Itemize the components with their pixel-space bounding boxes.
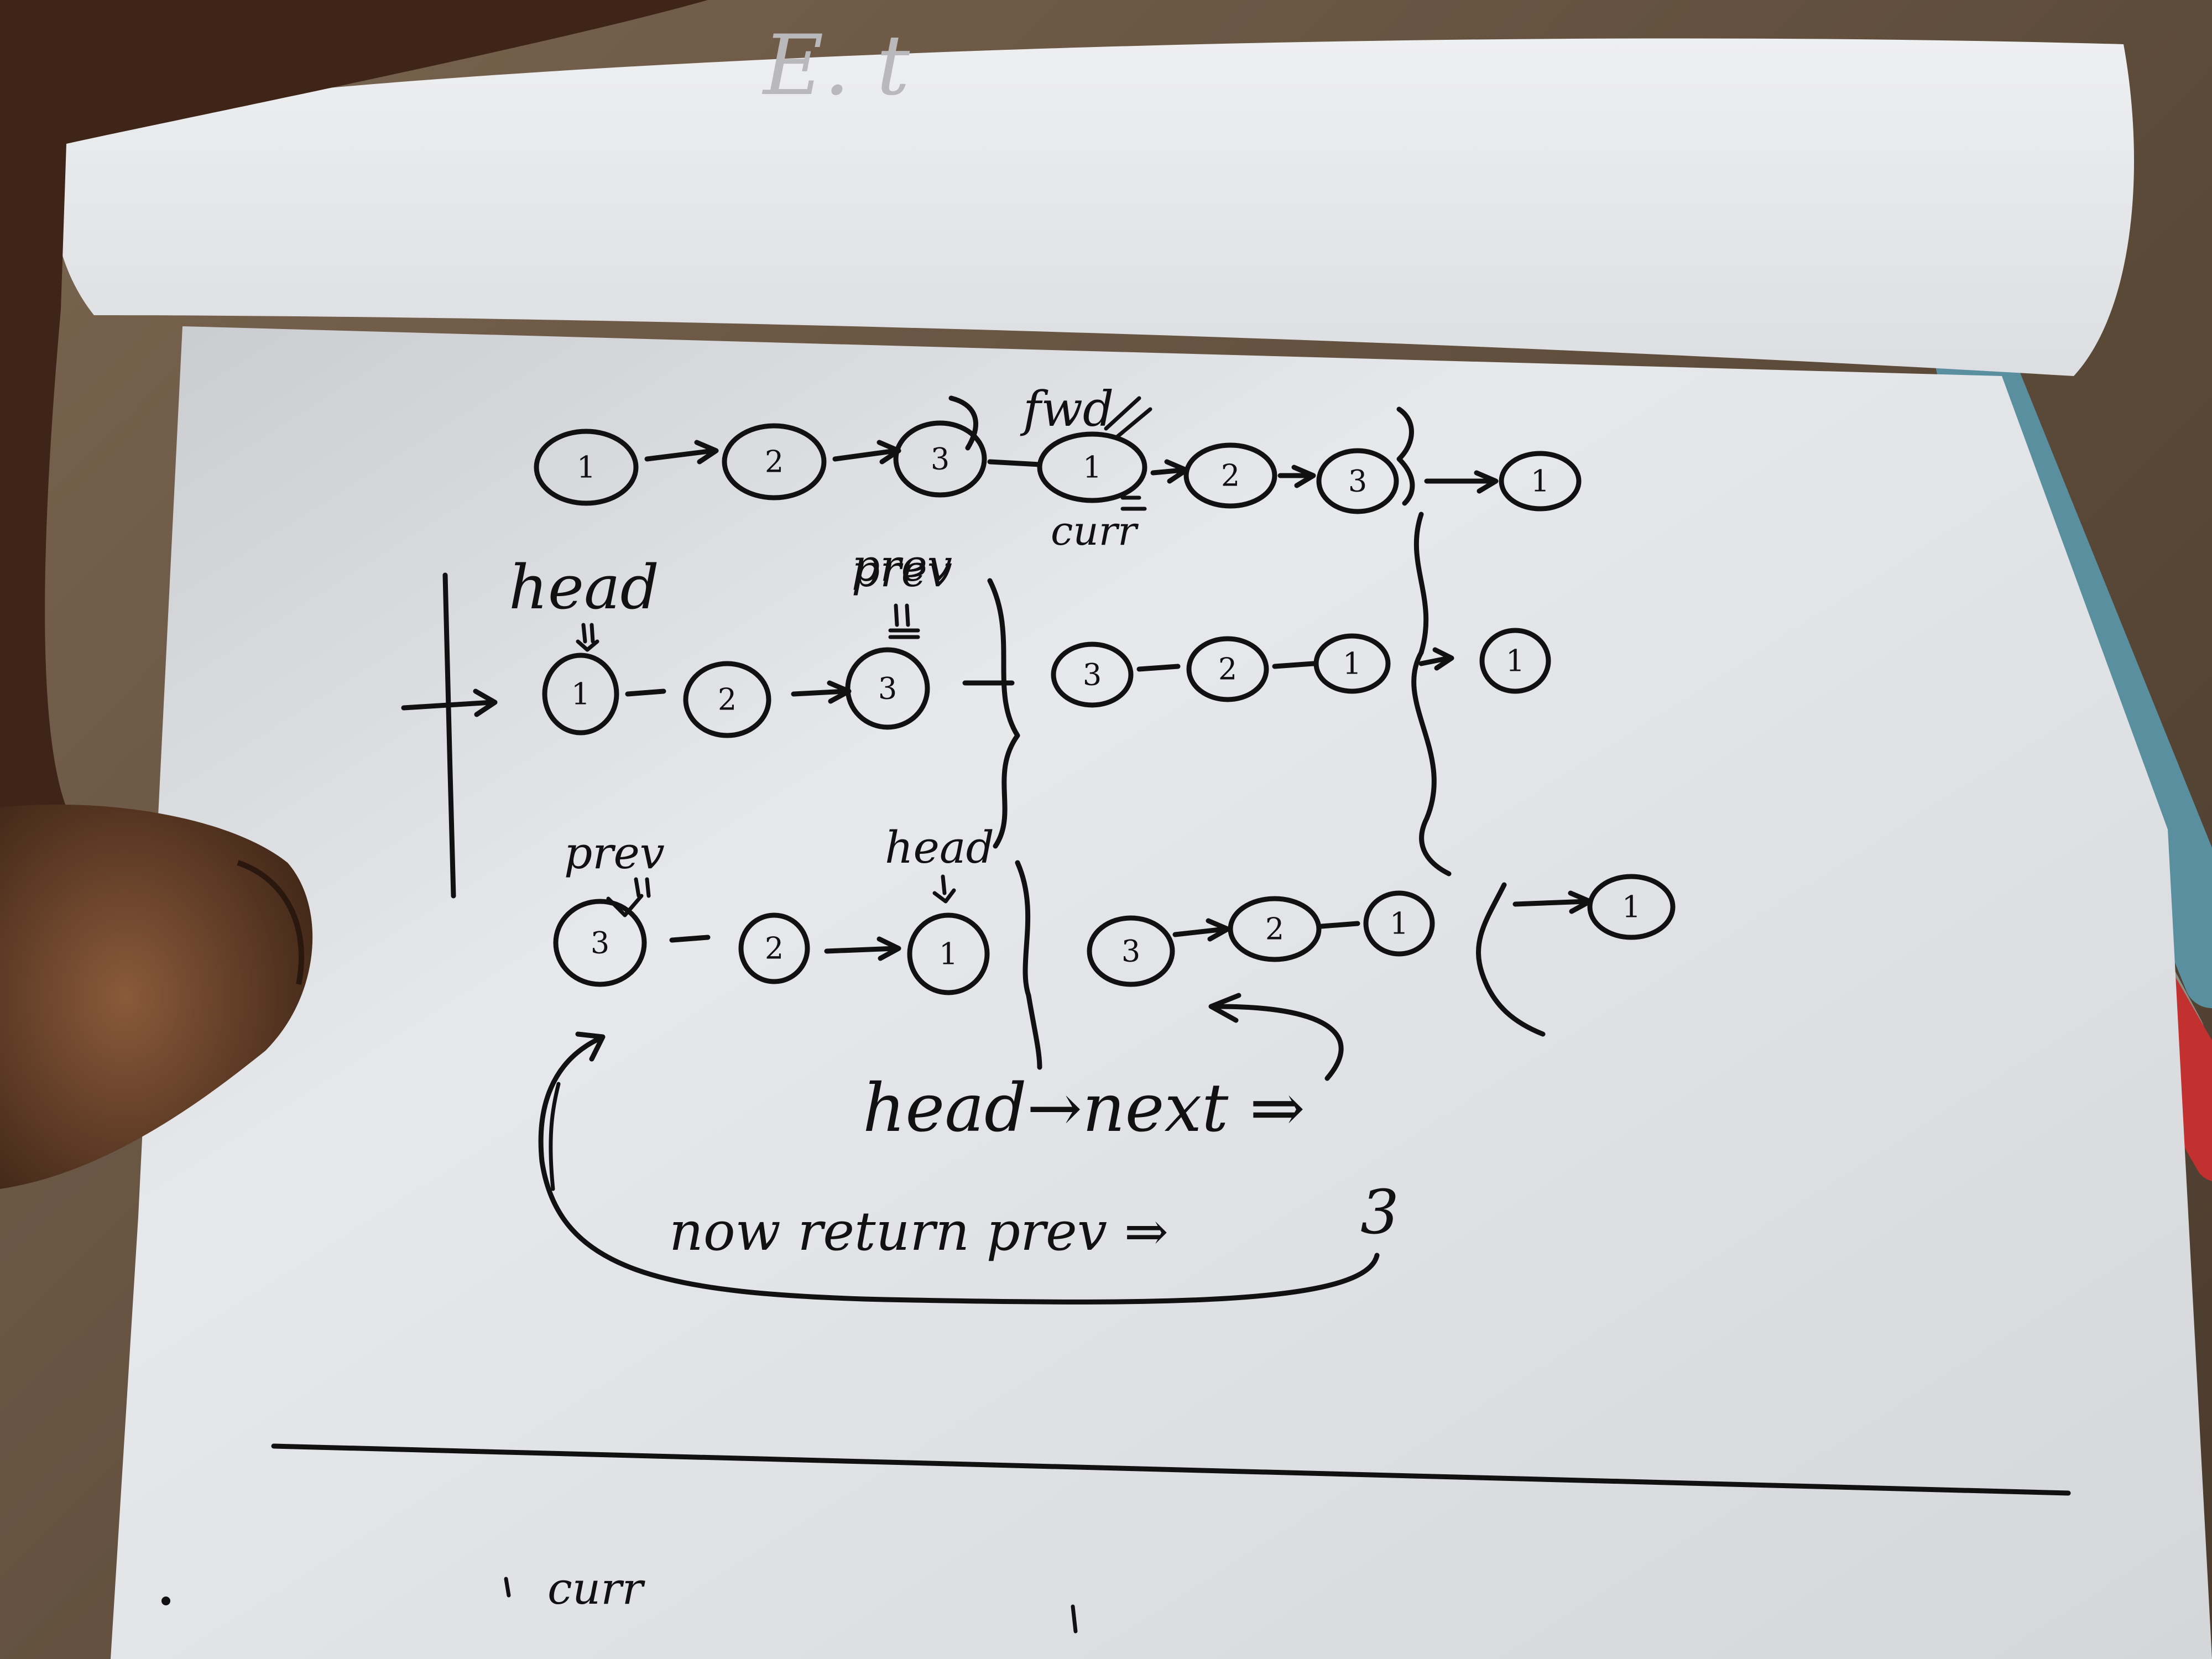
row3-node-1-label: 3 — [591, 926, 609, 961]
row3-node-3-label: 1 — [939, 937, 958, 972]
row2-node-6 — [1313, 633, 1391, 694]
row1-node-4-label: 1 — [1083, 450, 1102, 485]
hand — [0, 0, 708, 1189]
row3-node-7-label: 1 — [1622, 890, 1641, 925]
row3-node-7 — [1587, 874, 1676, 940]
row3-node-6 — [1363, 890, 1435, 957]
row1-node-1 — [534, 429, 639, 506]
row3-prev-label: prev — [564, 827, 665, 879]
row1-node-5 — [1183, 442, 1277, 509]
row2-node-4-label: 3 — [1083, 658, 1102, 692]
row3-node-5 — [1228, 896, 1322, 962]
row2-node-7 — [1479, 628, 1551, 694]
row3-node-3 — [907, 912, 990, 995]
left-vertical-line — [442, 572, 456, 899]
row1-prev-label: prev — [852, 540, 952, 591]
row3-node-1 — [553, 899, 647, 987]
row2-node-2-label: 2 — [718, 682, 737, 717]
left-arrow — [401, 688, 498, 717]
section-divider-line — [271, 1443, 2071, 1496]
row-1-list: 1 2 3 1 2 3 1 fwd prev curr — [534, 380, 1582, 591]
return-text: now return prev ⇒ — [669, 1201, 1168, 1262]
row1-node-7-label: 1 — [1531, 464, 1550, 499]
row1-node-2 — [722, 423, 827, 500]
row2-prev-label: prev — [852, 545, 952, 597]
row2-node-1 — [542, 653, 619, 735]
row3-head-label: head — [885, 822, 994, 873]
notebook-page — [111, 326, 2212, 1659]
return-loop-arrow — [538, 1031, 1380, 1305]
row1-node-3 — [893, 420, 987, 498]
fwd-label: fwd — [1020, 380, 1114, 437]
divider-squiggle-2 — [1015, 860, 1042, 1070]
row2-node-5-label: 2 — [1218, 652, 1237, 687]
head-next-annotation: head→next ⇒ — [863, 993, 1344, 1147]
divider-squiggle-1 — [987, 578, 1020, 849]
row2-node-1-label: 1 — [571, 677, 590, 712]
head-next-text: head→next ⇒ — [863, 1070, 1305, 1147]
divider-squiggle-3 — [1411, 512, 1452, 877]
row2-node-6-label: 1 — [1343, 646, 1361, 681]
divider-squiggle-4 — [1476, 882, 1546, 1037]
row3-node-6-label: 1 — [1390, 906, 1408, 941]
return-value: 3 — [1360, 1177, 1399, 1248]
row1-node-1-label: 1 — [577, 450, 596, 485]
row1-node-6-label: 3 — [1348, 464, 1367, 499]
row2-node-2 — [683, 661, 771, 738]
footer-partial: curr — [161, 1563, 1078, 1634]
row3-node-4-label: 3 — [1121, 934, 1140, 969]
row2-node-5 — [1186, 636, 1269, 702]
footer-curr-label: curr — [547, 1563, 646, 1614]
row1-node-7 — [1499, 451, 1582, 512]
row-3-list: prev 3 2 head 1 3 2 1 1 — [553, 822, 1676, 995]
row1-curr-label: curr — [1051, 508, 1139, 554]
row1-node-5-label: 2 — [1221, 458, 1240, 493]
row2-node-3 — [845, 647, 930, 730]
row2-head-label: head — [509, 552, 659, 623]
row3-node-2-label: 2 — [765, 931, 784, 966]
row-2-list: head 1 2 prev 3 3 2 1 1 — [509, 545, 1551, 738]
row1-node-6 — [1316, 448, 1399, 514]
faded-top-text: E. t — [761, 18, 910, 114]
row1-node-2-label: 2 — [765, 445, 784, 479]
row3-node-2 — [738, 912, 810, 984]
return-annotation: now return prev ⇒ 3 — [538, 1031, 1399, 1305]
row3-node-5-label: 2 — [1265, 912, 1284, 947]
row3-node-4 — [1087, 915, 1175, 987]
row1-node-3-label: 3 — [931, 442, 950, 477]
folded-flap — [52, 38, 2135, 376]
row2-node-7-label: 1 — [1506, 644, 1525, 679]
row2-node-3-label: 3 — [878, 671, 897, 706]
row2-node-4 — [1051, 641, 1134, 708]
row1-node-4 — [1037, 431, 1147, 503]
